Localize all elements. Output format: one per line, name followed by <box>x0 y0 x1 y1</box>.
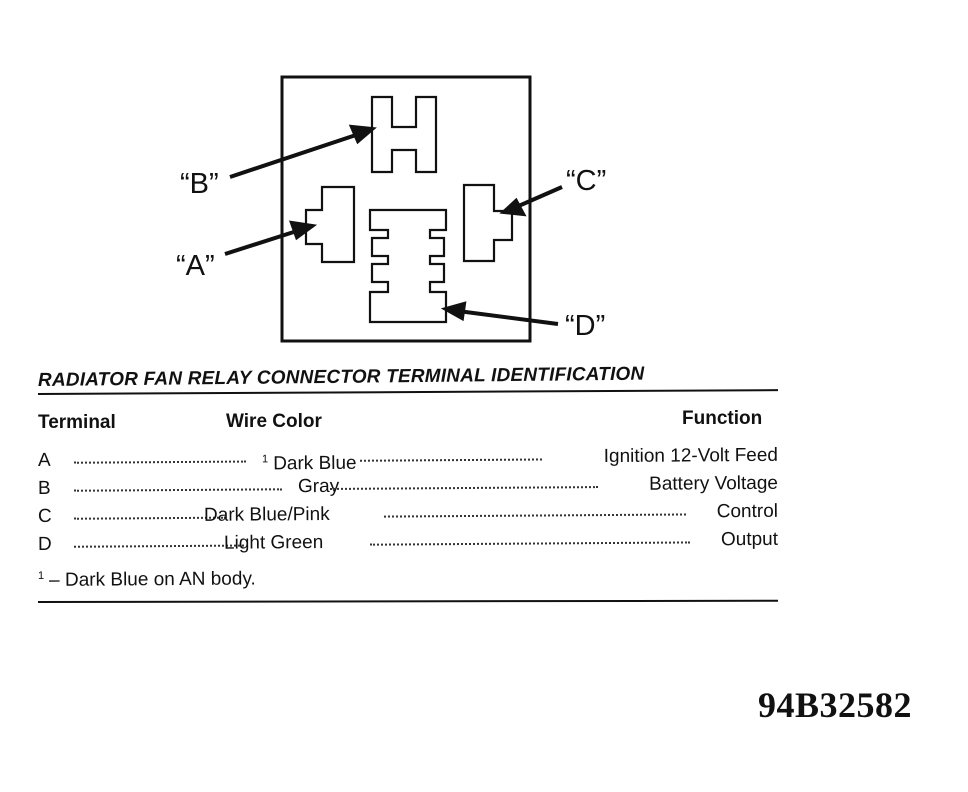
leader-dots <box>74 544 245 548</box>
row-wire-color: 1 Dark Blue <box>262 447 357 477</box>
row-terminal: D <box>37 533 52 555</box>
row-function: Control <box>716 500 779 523</box>
header-function: Function <box>682 408 763 429</box>
leader-lines <box>224 124 563 326</box>
row-terminal: A <box>37 449 51 471</box>
row-wire-color: Dark Blue/Pink <box>204 503 330 528</box>
callout-d-label: “D” <box>565 310 606 342</box>
leader-c <box>513 185 563 210</box>
footnote-marker: 1 <box>37 569 45 582</box>
terminal-d-slot <box>368 208 448 324</box>
row-wire-color-text: Gray <box>297 475 340 498</box>
connector-diagram <box>224 75 563 343</box>
row-function: Battery Voltage <box>649 472 779 495</box>
callout-a-label: “A” <box>176 250 215 282</box>
leader-dots <box>359 458 543 462</box>
callout-b-label: “B” <box>180 168 219 200</box>
leader-d <box>457 309 559 326</box>
connector-housing <box>280 75 532 343</box>
row-wire-color: Light Green <box>224 531 323 556</box>
row-terminal: C <box>37 505 52 527</box>
table-title: RADIATOR FAN RELAY CONNECTOR TERMINAL ID… <box>37 363 645 391</box>
row-wire-color-text: Light Green <box>223 532 324 554</box>
leader-dots <box>383 513 687 518</box>
header-wire-color: Wire Color <box>226 411 322 432</box>
leader-dots <box>74 488 283 492</box>
row-function: Output <box>720 528 779 551</box>
table-row: A 1 Dark Blue Ignition 12-Volt Feed <box>37 444 779 475</box>
figure-id: 94B32582 <box>758 685 913 725</box>
callout-c-label: “C” <box>566 165 607 197</box>
terminal-c-slot <box>462 183 514 263</box>
footnote-text: – Dark Blue on AN body. <box>49 568 256 591</box>
leader-a <box>224 228 301 256</box>
terminal-b-slot <box>370 95 438 174</box>
leader-dots <box>329 486 599 490</box>
row-function: Ignition 12-Volt Feed <box>603 444 779 468</box>
bottom-rule <box>37 599 779 603</box>
leader-dots <box>74 460 247 464</box>
table-footnote: 1 – Dark Blue on AN body. <box>38 568 256 592</box>
leader-dots <box>369 541 691 546</box>
arrowhead-b <box>348 124 377 145</box>
row-wire-color-text: Dark Blue <box>273 452 357 475</box>
arrowhead-d <box>440 301 467 322</box>
table-row: B Gray Battery Voltage <box>38 472 778 501</box>
table-row: D Light Green Output <box>38 528 778 557</box>
terminal-a-slot <box>304 185 356 264</box>
row-wire-color-text: Dark Blue/Pink <box>203 503 330 526</box>
row-terminal: B <box>37 477 51 499</box>
arrowhead-c <box>499 197 527 217</box>
leader-b <box>229 131 363 179</box>
header-terminal: Terminal <box>38 412 116 433</box>
arrowhead-a <box>288 220 318 241</box>
table-row: C Dark Blue/Pink Control <box>38 500 778 529</box>
footnote-marker: 1 <box>261 453 269 466</box>
